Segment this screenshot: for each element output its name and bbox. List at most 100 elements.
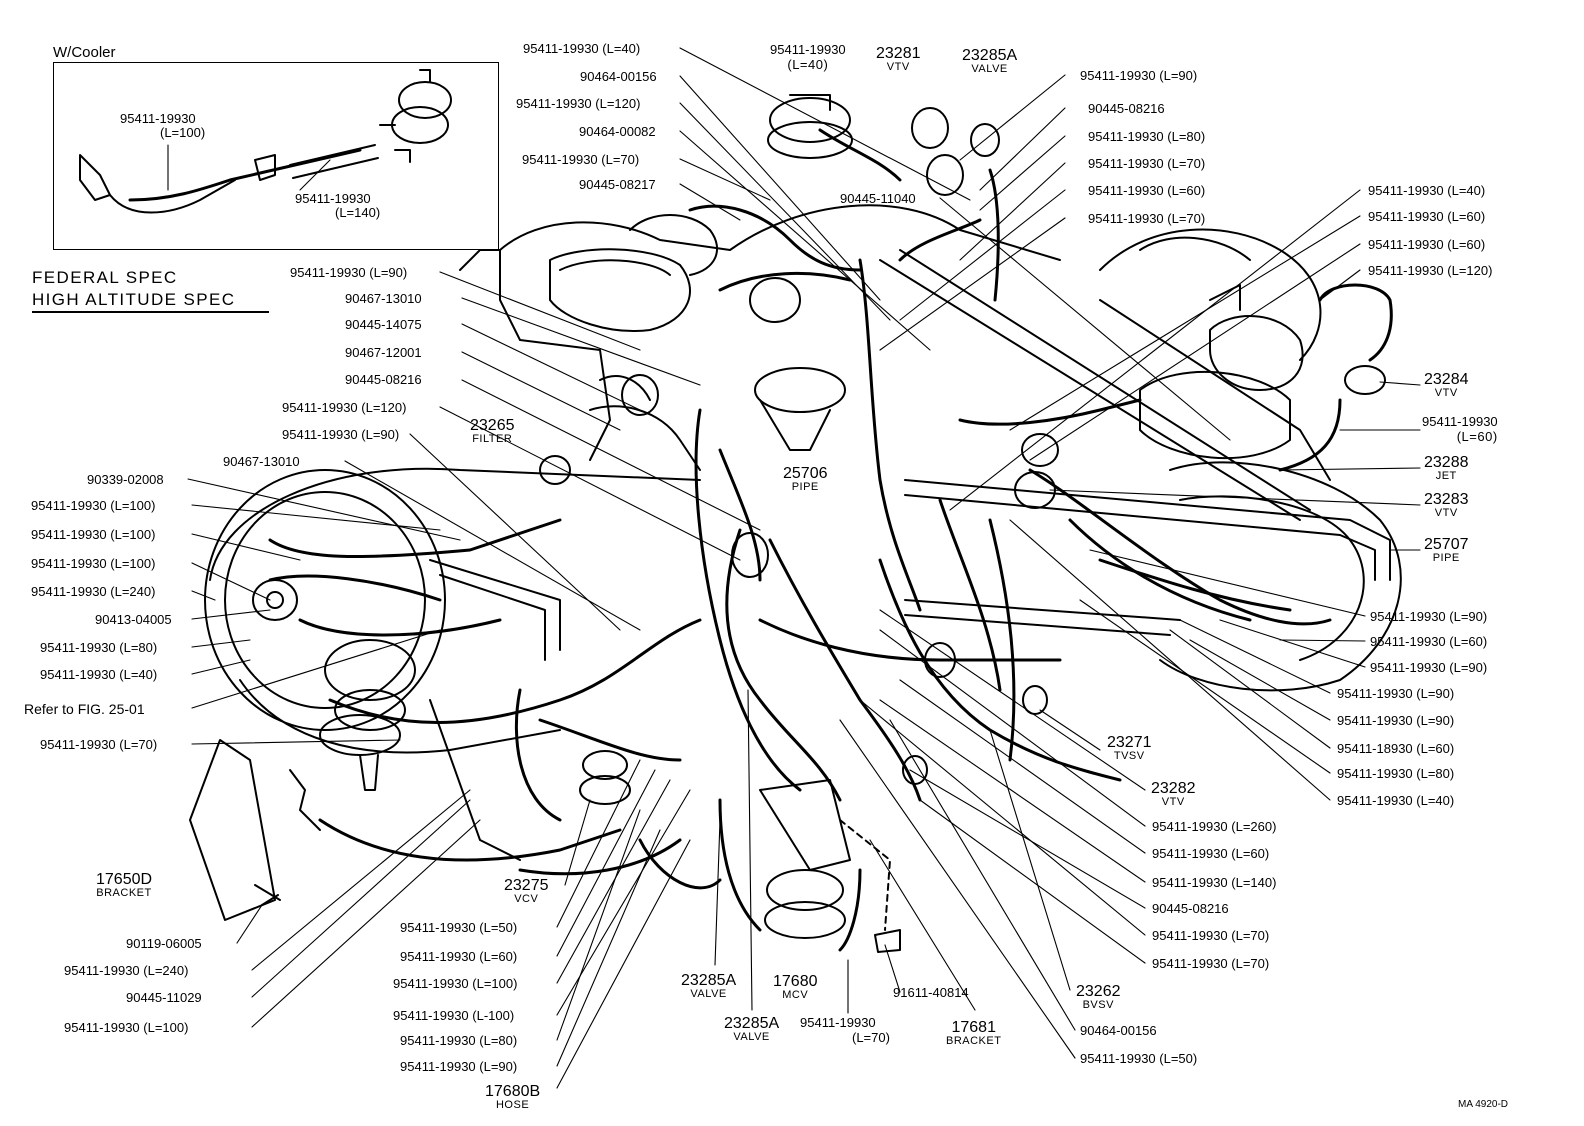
callout-bottom-hose: 95411-19930 — [800, 1015, 876, 1030]
callout-left: 90445-08216 — [345, 372, 422, 387]
part-number: 23262 — [1076, 983, 1121, 1000]
callout-right-lower: 95411-19930 (L=90) — [1337, 686, 1455, 701]
callout-center-right: 95411-19930 (L=260) — [1152, 819, 1277, 834]
part-label: 95411-19930(L=40) — [770, 42, 846, 72]
part-description: JET — [1435, 470, 1457, 482]
part-number: 25707 — [1424, 536, 1469, 553]
part-number: 23275 — [504, 877, 549, 894]
part-description: (L=40) — [787, 57, 829, 72]
spec-high-altitude: HIGH ALTITUDE SPEC — [32, 290, 236, 309]
callout-top: 95411-19930 (L=70) — [522, 152, 640, 167]
callout-top-right: 95411-19930 (L=90) — [1080, 68, 1198, 83]
callout-top-right: 95411-19930 (L=60) — [1088, 183, 1206, 198]
callout-top: 90445-08217 — [579, 177, 656, 192]
callout-bottom-bolt: 91611-40814 — [893, 985, 969, 1000]
callout-center-right: 95411-19930 (L=140) — [1152, 875, 1277, 890]
part-number: 17650D — [96, 871, 153, 888]
part-description: VCV — [514, 893, 539, 905]
part-description: VALVE — [690, 988, 727, 1000]
callout-right-upper: 95411-19930 (L=40) — [1368, 183, 1486, 198]
callout-right-upper: 95411-19930 (L=60) — [1368, 209, 1486, 224]
callout-top: 90445-11040 — [840, 191, 916, 206]
callout-center-right: 90445-08216 — [1152, 901, 1229, 916]
part-number: 23271 — [1107, 734, 1152, 751]
callout-bottom-left: 95411-19930 (L=240) — [64, 963, 189, 978]
valve-components — [189, 94, 1386, 953]
callout-left: 95411-19930 (L=90) — [290, 265, 408, 280]
inset-drawing — [79, 69, 452, 214]
callout-top: 95411-19930 (L=40) — [523, 41, 641, 56]
callout-right-lower: 95411-19930 (L=60) — [1370, 634, 1488, 649]
callout-bottom-hose-length: (L=70) — [852, 1030, 890, 1045]
part-description: FILTER — [472, 433, 513, 445]
callout-left: 95411-19930 (L=240) — [31, 584, 156, 599]
part-description: VALVE — [971, 63, 1008, 75]
callout-top: 90464-00156 — [580, 69, 657, 84]
inset-hose-a: 95411-19930 — [120, 111, 196, 126]
part-number: 95411-19930 — [770, 42, 846, 57]
part-description: VTV — [886, 61, 910, 73]
part-description: (L=60) — [1456, 429, 1498, 444]
part-description: MCV — [782, 989, 809, 1001]
callout-left: 95411-19930 (L=70) — [40, 737, 158, 752]
part-description: HOSE — [495, 1099, 530, 1111]
manifold-rails — [429, 249, 1391, 861]
part-number: 17681 — [951, 1019, 996, 1036]
part-description: VALVE — [733, 1031, 770, 1043]
part-number: 23281 — [876, 45, 921, 62]
part-number: 23285A — [681, 972, 737, 989]
part-number: 23282 — [1151, 780, 1196, 797]
callout-center-right: 90464-00156 — [1080, 1023, 1157, 1038]
callout-left: 95411-19930 (L=100) — [31, 527, 156, 542]
part-description: TVSV — [1113, 750, 1145, 762]
figure-code: MA 4920-D — [1458, 1099, 1509, 1110]
part-number: 23288 — [1424, 454, 1469, 471]
inset-hose-a-length: (L=100) — [160, 125, 206, 140]
inset-hose-b-length: (L=140) — [335, 205, 381, 220]
leader-lines — [167, 47, 1421, 1089]
spec-underline — [32, 311, 269, 313]
callout-bottom-left: 90119-06005 — [126, 936, 202, 951]
part-number: 23285A — [724, 1015, 780, 1032]
callout-bottom-left: 90445-11029 — [126, 990, 202, 1005]
part-number: 17680B — [485, 1083, 541, 1100]
part-description: VTV — [1434, 507, 1458, 519]
callout-center-right: 95411-19930 (L=70) — [1152, 956, 1270, 971]
part-number: 23285A — [962, 47, 1018, 64]
part-description: BRACKET — [96, 887, 152, 899]
part-description: PIPE — [791, 481, 819, 493]
callout-right-upper: 95411-19930 (L=60) — [1368, 237, 1486, 252]
callout-left: 95411-19930 (L=120) — [282, 400, 407, 415]
part-number: 23265 — [470, 417, 515, 434]
callout-left: Refer to FIG. 25-01 — [24, 701, 145, 717]
callout-bottom-left: 95411-19930 (L=50) — [400, 920, 518, 935]
callout-bottom-left: 95411-19930 (L=100) — [64, 1020, 189, 1035]
callout-top-right: 90445-08216 — [1088, 101, 1165, 116]
part-description: VTV — [1161, 796, 1185, 808]
callout-top-right: 95411-19930 (L=80) — [1088, 129, 1206, 144]
part-number: 95411-19930 — [1422, 414, 1498, 429]
part-number: 23284 — [1424, 371, 1469, 388]
part-number: 25706 — [783, 465, 828, 482]
callout-bottom-left: 95411-19930 (L=80) — [400, 1033, 518, 1048]
callout-bottom-left: 95411-19930 (L=90) — [400, 1059, 518, 1074]
callout-left: 90467-13010 — [345, 291, 422, 306]
callout-left: 90339-02008 — [87, 472, 164, 487]
callout-left: 95411-19930 (L=80) — [40, 640, 158, 655]
callout-left: 90467-13010 — [223, 454, 300, 469]
callout-right-upper: 95411-19930 (L=120) — [1368, 263, 1493, 278]
callout-top-right: 95411-19930 (L=70) — [1088, 156, 1206, 171]
